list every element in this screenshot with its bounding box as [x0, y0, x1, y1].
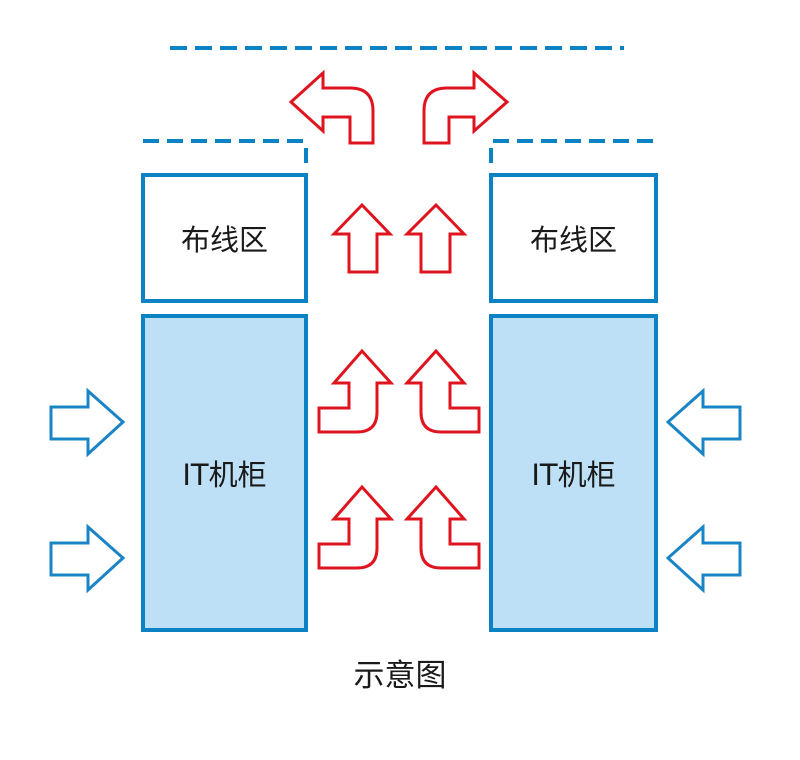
cold-air-intake-left-arrow-icon [665, 387, 742, 458]
cabinet-label: IT机柜 [182, 458, 267, 492]
cabinet-label: IT机柜 [531, 458, 616, 492]
it-cabinet-right: IT机柜 [489, 314, 658, 632]
cold-air-intake-right-arrow-icon [49, 523, 126, 594]
it-cabinet-left: IT机柜 [141, 314, 308, 632]
wiring-zone-left: 布线区 [141, 173, 308, 303]
wiring-zone-right: 布线区 [489, 173, 658, 303]
hot-air-exhaust-right-arrow-icon [422, 69, 510, 145]
hot-air-bent-up-arrow-icon [317, 348, 395, 434]
cold-air-intake-left-arrow-icon [665, 523, 742, 594]
hot-air-up-arrow-icon [403, 202, 468, 274]
hot-air-exhaust-left-arrow-icon [288, 69, 375, 145]
diagram-caption: 示意图 [353, 658, 447, 694]
hot-air-bent-up-arrow-icon [403, 348, 481, 434]
hot-air-up-arrow-icon [330, 202, 394, 274]
cold-air-intake-right-arrow-icon [49, 387, 126, 458]
wiring-zone-label: 布线区 [529, 223, 617, 257]
hot-air-bent-up-arrow-icon [403, 484, 481, 570]
wiring-zone-label: 布线区 [180, 223, 268, 257]
hot-air-bent-up-arrow-icon [317, 484, 395, 570]
